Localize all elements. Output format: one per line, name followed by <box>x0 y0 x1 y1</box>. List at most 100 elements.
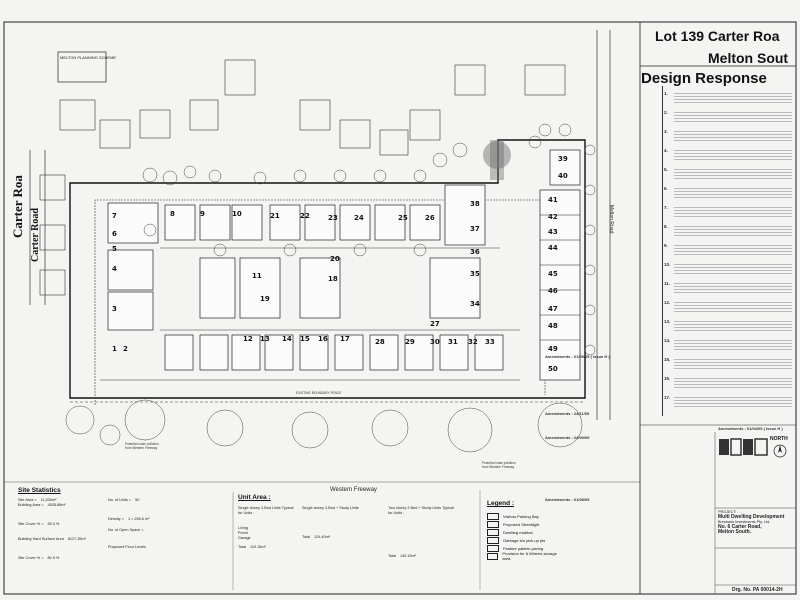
lot-number: 14 <box>282 335 292 343</box>
units-value: 50 <box>135 498 140 502</box>
lot-number: 21 <box>270 212 280 220</box>
lot-number: 9 <box>200 210 205 218</box>
legend-item: Visitors Parking Bay <box>487 512 562 520</box>
lot-number: 45 <box>548 270 558 278</box>
project-name: Multi Dwelling Development <box>718 514 785 520</box>
amendment-1: Amendments : 01/09/05 ( Issue H ) <box>545 354 610 359</box>
lot-number: 35 <box>470 270 480 278</box>
lot-number: 5 <box>112 245 117 253</box>
design-response-text-lines <box>674 207 792 219</box>
project-label: PROJECT: <box>718 510 737 514</box>
project-suburb: Melton South. <box>718 529 752 535</box>
lot-number: 48 <box>548 322 558 330</box>
lot-number: 17 <box>340 335 350 343</box>
density-label: Density = <box>108 517 124 521</box>
amendment-3: Amendments : 24/09/05 <box>545 435 590 440</box>
design-response-item: 15. <box>664 357 671 362</box>
design-response-item: 14. <box>664 338 671 343</box>
design-response-item: 3. <box>664 129 668 134</box>
lot-number: 18 <box>328 275 338 283</box>
legend-item: Dwelling mailbox <box>487 528 562 536</box>
units-label: No. of Units = <box>108 498 132 502</box>
drawing-number: Drg. No. PA 00014-2H <box>732 587 783 593</box>
legend-label: Dwelling mailbox <box>503 529 534 535</box>
lot-number: 24 <box>354 214 364 222</box>
lot-number: 7 <box>112 212 117 220</box>
lot-number: 25 <box>398 214 408 222</box>
legend-label: Proposed Streetlight <box>503 521 540 527</box>
unit-area-col-3: Two storey 3 Bed + Study Units Typical f… <box>388 506 454 558</box>
site-statistics-title: Site Statistics <box>18 487 61 494</box>
title-line-1: Lot 139 Carter Roa <box>655 28 780 44</box>
open-space-label: No. of Open Space = <box>108 528 144 532</box>
unit-counts: No. of Units =50 Density =1 = 256.6 m² N… <box>108 498 228 550</box>
lot-number: 3 <box>112 305 117 313</box>
design-response-text-lines <box>674 150 792 162</box>
lot-number: 44 <box>548 244 558 252</box>
lot-number: 26 <box>425 214 435 222</box>
lot-number: 29 <box>405 338 415 346</box>
company-logo <box>719 438 768 456</box>
stat-row: Site Cover % =80.9 % <box>18 556 60 560</box>
legend-item: Feature pattern paving <box>487 544 562 552</box>
stat-row: Building Area =4535.88m² <box>18 503 66 507</box>
existing-fence-note: EXISTING BOUNDARY FENCE <box>296 391 342 395</box>
legend-item: Garbage bin pick up pts <box>487 536 562 544</box>
lot-number: 4 <box>112 265 117 273</box>
design-response-text-lines <box>674 359 792 371</box>
lot-number: 40 <box>558 172 568 180</box>
lot-number: 23 <box>328 214 338 222</box>
stat-row: Site Area =11,530m² <box>18 498 57 502</box>
legend-symbol-icon <box>487 552 499 560</box>
lot-number: 27 <box>430 320 440 328</box>
north-arrow-label: NORTH <box>770 436 788 442</box>
lot-number: 10 <box>232 210 242 218</box>
design-response-item: 13. <box>664 319 671 324</box>
north-arrow-icon <box>773 444 787 458</box>
lot-number: 8 <box>170 210 175 218</box>
lot-number: 42 <box>548 213 558 221</box>
density-value: 1 = 256.6 m² <box>127 517 150 521</box>
floor-levels-label: Proposed Floor Levels <box>108 545 146 549</box>
legend-label: Garbage bin pick up pts <box>503 537 546 543</box>
lot-number: 15 <box>300 335 310 343</box>
lot-number: 28 <box>375 338 385 346</box>
design-response-text-lines <box>674 321 792 333</box>
design-response-item: 4. <box>664 148 668 153</box>
noise-note-1: Potential noise pollution from Western F… <box>125 442 159 450</box>
lot-number: 19 <box>260 295 270 303</box>
legend-item: Provision for 6 Wheels storage area <box>487 551 562 561</box>
design-response-text-lines <box>674 302 792 314</box>
noise-note-2: Potential noise pollution from Western F… <box>482 461 516 469</box>
lot-number: 22 <box>300 212 310 220</box>
lot-number: 6 <box>112 230 117 238</box>
legend-symbol-icon <box>487 528 499 536</box>
road-label-carter: Carter Roa <box>10 175 25 238</box>
design-response-item: 16. <box>664 376 671 381</box>
design-response-list <box>662 86 799 416</box>
design-response-text-lines <box>674 169 792 181</box>
lot-number: 50 <box>548 365 558 373</box>
lot-number: 31 <box>448 338 458 346</box>
unit-area-title: Unit Area : <box>238 494 271 501</box>
design-response-item: 5. <box>664 167 668 172</box>
lot-number: 1 <box>112 345 117 353</box>
western-freeway-label: Western Freeway <box>330 487 377 493</box>
lot-number: 43 <box>548 228 558 236</box>
design-response-text-lines <box>674 131 792 143</box>
lot-number: 16 <box>318 335 328 343</box>
client-name: Brimbank Investments Pty. Ltd. <box>718 520 771 524</box>
design-response-text-lines <box>674 264 792 276</box>
design-response-text-lines <box>674 93 792 105</box>
design-response-text-lines <box>674 188 792 200</box>
design-response-text-lines <box>674 397 792 409</box>
lot-number: 20 <box>330 255 340 263</box>
legend-label: Visitors Parking Bay <box>503 513 539 519</box>
design-response-item: 9. <box>664 243 668 248</box>
lot-number: 39 <box>558 155 568 163</box>
design-response-text-lines <box>674 226 792 238</box>
stat-row: Site Cover % =39.3 % <box>18 522 60 526</box>
